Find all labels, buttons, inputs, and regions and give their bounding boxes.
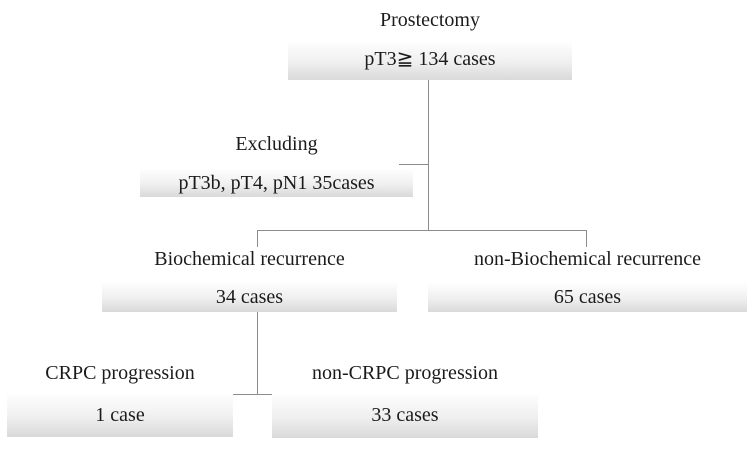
- prostectomy-count-box: pT3≧ 134 cases: [288, 42, 572, 80]
- connector-biochemical-vertical: [257, 312, 258, 394]
- crpc-progression-count-box: 1 case: [7, 394, 233, 437]
- excluding-label: Excluding: [235, 133, 318, 155]
- non-crpc-progression-label: non-CRPC progression: [311, 362, 499, 384]
- connector-excluding-horizontal: [399, 164, 428, 165]
- non-crpc-progression-count-box: 33 cases: [272, 393, 538, 438]
- prostectomy-label: Prostectomy: [380, 9, 480, 31]
- connector-root-vertical: [428, 80, 429, 230]
- excluding-count-box: pT3b, pT4, pN1 35cases: [140, 169, 413, 197]
- crpc-progression-label: CRPC progression: [45, 362, 195, 384]
- connector-branch-right-drop: [586, 230, 587, 247]
- connector-crpc-split-horizontal: [211, 394, 272, 395]
- non-biochemical-recurrence-count-box: 65 cases: [428, 283, 747, 312]
- connector-branch-horizontal: [257, 230, 587, 231]
- biochemical-recurrence-label: Biochemical recurrence: [154, 248, 345, 270]
- non-biochemical-recurrence-label: non-Biochemical recurrence: [473, 248, 702, 270]
- biochemical-recurrence-count-box: 34 cases: [102, 282, 397, 312]
- connector-branch-left-drop: [257, 230, 258, 247]
